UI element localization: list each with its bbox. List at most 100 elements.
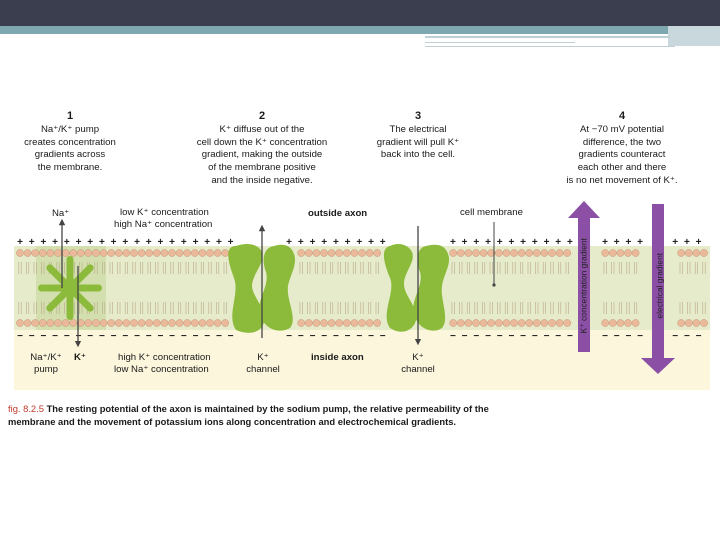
- phospholipid-head: [700, 249, 708, 257]
- phospholipid-head: [327, 249, 336, 257]
- phospholipid-head: [152, 249, 161, 257]
- negative-charge: −: [157, 331, 163, 342]
- outside-axon-label: outside axon: [308, 208, 368, 219]
- phospholipid-head: [350, 249, 359, 257]
- step-line: Na⁺/K⁺ pump: [40, 123, 100, 135]
- phospholipid-head: [510, 249, 518, 257]
- positive-charge: +: [333, 237, 339, 248]
- phospholipid-head: [532, 249, 541, 257]
- positive-charge: +: [368, 237, 374, 248]
- pump-arm: [66, 288, 74, 320]
- phospholipid-head: [114, 249, 123, 257]
- phospholipid-head: [297, 249, 306, 257]
- phospholipid-head: [358, 319, 366, 327]
- phospholipid-head: [137, 249, 146, 257]
- phospholipid-head: [335, 319, 344, 327]
- phospholipid-head: [555, 319, 564, 327]
- potassium-channel-1: [228, 244, 296, 333]
- phospholipid-head: [449, 249, 458, 257]
- phospholipid-head: [145, 319, 154, 327]
- phospholipid-head: [464, 249, 473, 257]
- phospholipid-head: [122, 249, 131, 257]
- phospholipid-head: [502, 249, 511, 257]
- negative-charge: −: [193, 331, 199, 342]
- negative-charge: −: [532, 331, 538, 342]
- k-channel-label-1: K⁺ channel: [238, 352, 288, 375]
- positive-charge: +: [122, 237, 128, 248]
- title-bar-accent-stripe: [0, 26, 720, 34]
- negative-charge: −: [672, 331, 678, 342]
- negative-charge: −: [111, 331, 117, 342]
- phospholipid-head: [168, 319, 176, 327]
- phospholipid-head: [190, 249, 199, 257]
- k-channel-label-1-line-1: K⁺: [257, 352, 269, 363]
- outside-concentration-line-2: high Na⁺ concentration: [114, 219, 213, 230]
- phospholipid-head: [373, 319, 382, 327]
- cell-membrane-label: cell membrane: [460, 207, 523, 218]
- k-channel-label-2-line-2: channel: [401, 363, 435, 375]
- phospholipid-head: [304, 249, 313, 257]
- lipid-bilayer: [16, 249, 708, 327]
- step-line: gradients across: [34, 149, 106, 161]
- phospholipid-head: [692, 319, 701, 327]
- phospholipid-head: [365, 319, 374, 327]
- phospholipid-head: [525, 319, 534, 327]
- step-number: 2: [258, 110, 266, 122]
- negative-charge: −: [146, 331, 152, 342]
- step-2: 2 K⁺ diffuse out of the cell down the K⁺…: [182, 110, 342, 188]
- negative-charge: −: [614, 331, 620, 342]
- positive-charge: +: [157, 237, 163, 248]
- phospholipid-head: [517, 319, 526, 327]
- positive-charge: +: [64, 237, 70, 248]
- negative-charge: −: [298, 331, 304, 342]
- phospholipid-head: [46, 319, 55, 327]
- positive-charge: +: [520, 237, 526, 248]
- step-line: of the membrane positive: [208, 162, 316, 174]
- positive-charge: +: [602, 237, 608, 248]
- step-line: is no net movement of K⁺.: [566, 174, 678, 186]
- positive-charge: +: [321, 237, 327, 248]
- k-channel-label-1-line-2: channel: [246, 363, 280, 375]
- pump-arm: [68, 264, 94, 290]
- negative-charge: −: [64, 331, 70, 342]
- phospholipid-head: [54, 319, 62, 327]
- phospholipid-head: [312, 249, 321, 257]
- caption-text-1: The resting potential of the axon is mai…: [43, 403, 489, 414]
- phospholipid-head: [23, 249, 32, 257]
- k-channel-label-2: K⁺ channel: [393, 352, 443, 375]
- phospholipid-head: [320, 319, 328, 327]
- phospholipid-head: [494, 249, 503, 257]
- step-number: 4: [618, 110, 626, 122]
- phospholipid-head: [540, 249, 549, 257]
- phospholipid-head: [327, 319, 336, 327]
- negative-charge: −: [380, 331, 386, 342]
- negative-charge: −: [345, 331, 351, 342]
- phospholipid-head: [221, 319, 230, 327]
- positive-charge: +: [169, 237, 175, 248]
- positive-charge: +: [485, 237, 491, 248]
- phospholipid-head: [472, 249, 480, 257]
- positive-charge: +: [567, 237, 573, 248]
- phospholipid-head: [76, 319, 85, 327]
- pump-arm: [46, 264, 72, 290]
- step-line: back into the cell.: [380, 149, 456, 161]
- negative-charge: −: [169, 331, 175, 342]
- negative-charge: −: [602, 331, 608, 342]
- phospholipid-head: [175, 249, 184, 257]
- phospholipid-head: [297, 319, 306, 327]
- phospholipid-head: [373, 249, 382, 257]
- phospholipid-head: [320, 249, 328, 257]
- phospholipid-head: [335, 249, 344, 257]
- phospholipid-head: [677, 249, 686, 257]
- phospholipid-head: [69, 249, 78, 257]
- phospholipid-head: [160, 249, 169, 257]
- phospholipid-head: [114, 319, 123, 327]
- sodium-ion-label: Na⁺: [52, 208, 70, 219]
- positive-charge: +: [99, 237, 105, 248]
- phospholipid-head: [677, 319, 686, 327]
- pump-label-line-2: pump: [34, 363, 58, 375]
- phospholipid-head: [502, 319, 511, 327]
- phospholipid-head: [31, 319, 40, 327]
- phospholipid-head: [84, 249, 93, 257]
- positive-charge: +: [216, 237, 222, 248]
